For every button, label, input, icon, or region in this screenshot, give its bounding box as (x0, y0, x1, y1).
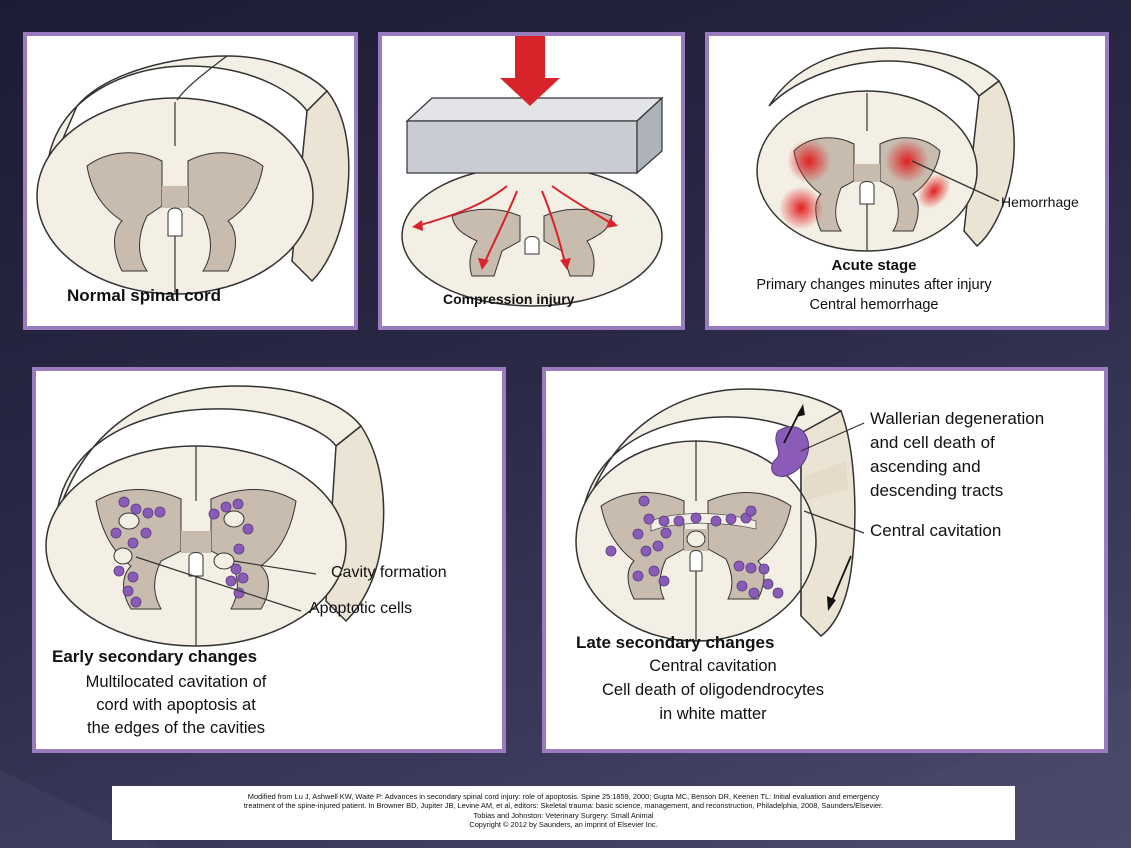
acute-line2: Central hemorrhage (809, 297, 939, 313)
late-line1: Central cavitation (649, 657, 777, 675)
cavity-formation-label: Cavity formation (331, 564, 447, 581)
central-cavitation-label: Central cavitation (870, 521, 1002, 540)
compression-illustration (401, 36, 664, 307)
acute-line1: Primary changes minutes after injury (756, 277, 992, 293)
wallerian-label-3: ascending and (870, 457, 981, 476)
panel-late-secondary: Wallerian degeneration and cell death of… (542, 367, 1108, 753)
late-line3: in white matter (659, 705, 767, 723)
wallerian-label-1: Wallerian degeneration (870, 409, 1045, 428)
normal-cord-illustration (36, 55, 350, 295)
panel-compression-injury: Compression injury (378, 32, 685, 330)
acute-cord-illustration (756, 47, 1015, 252)
wallerian-label-2: and cell death of (870, 433, 995, 452)
acute-title: Acute stage (831, 257, 917, 274)
citation-line3: Tobias and Johnston: Veterinary Surgery:… (473, 810, 654, 820)
early-line3: the edges of the cavities (87, 719, 265, 737)
late-line2: Cell death of oligodendrocytes (602, 681, 824, 699)
citation-box: Modified from Lu J, Ashwell KW, Waite P:… (112, 786, 1015, 840)
early-line2: cord with apoptosis at (96, 696, 256, 714)
wallerian-label-4: descending tracts (870, 481, 1004, 500)
panel-normal-spinal-cord: Normal spinal cord (23, 32, 358, 330)
panel-early-secondary: Cavity formation Apoptotic cells Early s… (32, 367, 506, 753)
early-line1: Multilocated cavitation of (85, 673, 267, 691)
citation-line2: treatment of the spine-injured patient. … (243, 801, 884, 811)
citation-line4: Copyright © 2012 by Saunders, an imprint… (469, 819, 658, 829)
compression-caption: Compression injury (443, 291, 575, 307)
hemorrhage-label: Hemorrhage (1001, 194, 1079, 210)
apoptotic-cells-label: Apoptotic cells (309, 600, 413, 617)
normal-caption: Normal spinal cord (67, 286, 221, 305)
citation-line1: Modified from Lu J, Ashwell KW, Waite P:… (247, 792, 880, 801)
panel-acute-stage: Hemorrhage Acute stage Primary changes m… (705, 32, 1109, 330)
early-title: Early secondary changes (52, 647, 258, 666)
early-cord-illustration (45, 385, 385, 647)
late-title: Late secondary changes (576, 633, 775, 652)
late-cord-illustration (575, 388, 865, 642)
